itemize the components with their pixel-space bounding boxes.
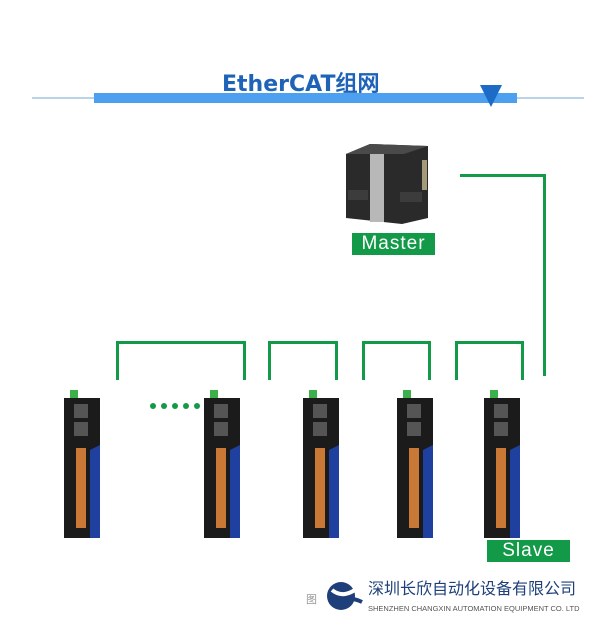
network-bracket — [116, 341, 246, 380]
ellipsis-dot — [150, 403, 156, 409]
slave-module-image — [204, 390, 240, 538]
triangle-down-icon — [480, 85, 502, 107]
ellipsis-dot — [161, 403, 167, 409]
ellipsis-dot — [194, 403, 200, 409]
company-name-cn: 深圳长欣自动化设备有限公司 — [368, 581, 577, 598]
network-line — [543, 174, 546, 376]
network-line — [460, 174, 546, 177]
page-title: EtherCAT组网 — [222, 72, 380, 97]
master-label: Master — [352, 233, 435, 255]
slave-module-image — [397, 390, 433, 538]
watermark-text: 图 — [306, 594, 317, 606]
company-name-en: SHENZHEN CHANGXIN AUTOMATION EQUIPMENT C… — [368, 604, 580, 613]
slave-module-image — [484, 390, 520, 538]
slave-label: Slave — [487, 540, 570, 562]
header-bar — [94, 93, 517, 103]
ellipsis-dot — [183, 403, 189, 409]
company-logo-icon — [327, 582, 363, 610]
network-bracket — [455, 341, 524, 380]
slave-module-image — [64, 390, 100, 538]
network-bracket — [268, 341, 338, 380]
ellipsis-dot — [172, 403, 178, 409]
master-controller-image — [346, 144, 428, 224]
slave-module-image — [303, 390, 339, 538]
network-bracket — [362, 341, 431, 380]
